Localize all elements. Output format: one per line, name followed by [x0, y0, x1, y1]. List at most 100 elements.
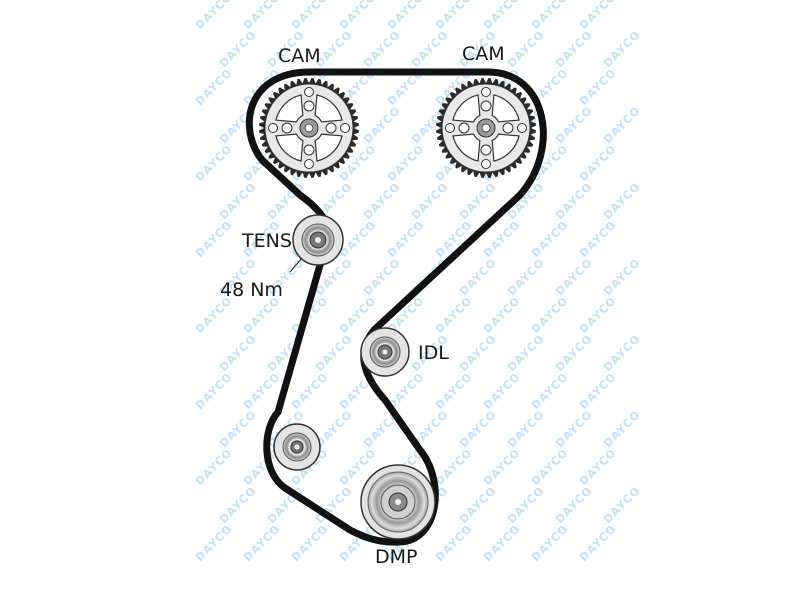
label-cam-right: CAM [462, 43, 505, 65]
watermark-text: DAYCO [289, 0, 331, 32]
sprocket-hole [303, 144, 315, 156]
sprocket-hole [481, 159, 491, 169]
watermark-text: DAYCO [601, 408, 643, 450]
sprocket-hole [303, 100, 315, 112]
sprocket-hole [340, 123, 350, 133]
watermark-text: DAYCO [529, 0, 571, 32]
watermark-text: DAYCO [529, 370, 571, 412]
watermark-text: DAYCO [601, 484, 643, 526]
sprocket-hole [281, 122, 293, 134]
watermark-text: DAYCO [217, 408, 259, 450]
sprocket-hole [480, 100, 492, 112]
watermark-text: DAYCO [409, 180, 451, 222]
sprocket-window [491, 133, 520, 162]
sprocket-hole [325, 122, 337, 134]
watermark-text: DAYCO [601, 332, 643, 374]
watermark-text: DAYCO [193, 446, 235, 488]
sprocket-hole [458, 122, 470, 134]
watermark-text: DAYCO [577, 370, 619, 412]
watermark-text: DAYCO [481, 446, 523, 488]
sprocket-window [275, 133, 304, 162]
sprocket-hole [502, 122, 514, 134]
watermark-text: DAYCO [505, 484, 547, 526]
watermark-text: DAYCO [217, 484, 259, 526]
lower-idler-pulley [273, 423, 321, 471]
watermark-text: DAYCO [601, 28, 643, 70]
watermark-text: DAYCO [361, 28, 403, 70]
watermark-text: DAYCO [553, 408, 595, 450]
watermark-text: DAYCO [505, 408, 547, 450]
sprocket-window [314, 94, 343, 123]
label-cam-left: CAM [278, 45, 321, 67]
watermark-text: DAYCO [361, 256, 403, 298]
watermark-text: DAYCO [577, 66, 619, 108]
watermark-text: DAYCO [577, 294, 619, 336]
label-torque: 48 Nm [220, 279, 283, 301]
watermark-text: DAYCO [457, 332, 499, 374]
watermark-text: DAYCO [241, 0, 283, 32]
watermark-text: DAYCO [433, 446, 475, 488]
watermark-text: DAYCO [337, 370, 379, 412]
watermark-text: DAYCO [193, 142, 235, 184]
label-idler: IDL [418, 342, 449, 364]
watermark-text: DAYCO [577, 522, 619, 564]
watermark-text: DAYCO [217, 28, 259, 70]
watermark-text: DAYCO [217, 332, 259, 374]
sprocket-hole [445, 123, 455, 133]
watermark-text: DAYCO [553, 180, 595, 222]
watermark-text: DAYCO [529, 294, 571, 336]
watermark-text: DAYCO [553, 332, 595, 374]
watermark-text: DAYCO [553, 28, 595, 70]
watermark-text: DAYCO [457, 408, 499, 450]
sprocket-window [452, 94, 481, 123]
sprocket-bore [481, 123, 491, 133]
watermark-text: DAYCO [505, 28, 547, 70]
watermark-text: DAYCO [481, 370, 523, 412]
watermark-text: DAYCO [481, 0, 523, 32]
sprocket-hole [480, 144, 492, 156]
watermark-text: DAYCO [193, 0, 235, 32]
watermark-text: DAYCO [217, 180, 259, 222]
watermark-text: DAYCO [193, 522, 235, 564]
sprocket-window [491, 94, 520, 123]
watermark-text: DAYCO [385, 218, 427, 260]
watermark-text: DAYCO [529, 446, 571, 488]
sprocket-bore [304, 123, 314, 133]
watermark-text: DAYCO [553, 484, 595, 526]
sprocket-window [275, 94, 304, 123]
watermark-text: DAYCO [433, 294, 475, 336]
watermark-text: DAYCO [577, 446, 619, 488]
watermark-text: DAYCO [313, 332, 355, 374]
watermark-text: DAYCO [433, 0, 475, 32]
watermark-text: DAYCO [385, 0, 427, 32]
watermark-text: DAYCO [577, 218, 619, 260]
watermark-text: DAYCO [529, 218, 571, 260]
watermark-text: DAYCO [409, 28, 451, 70]
watermark-text: DAYCO [193, 370, 235, 412]
watermark-text: DAYCO [481, 522, 523, 564]
watermark-text: DAYCO [481, 294, 523, 336]
label-damper: DMP [375, 546, 417, 568]
idler-pulley [360, 327, 410, 377]
watermark-text: DAYCO [577, 142, 619, 184]
watermark-text: DAYCO [385, 142, 427, 184]
watermark-text: DAYCO [289, 370, 331, 412]
watermark-text: DAYCO [241, 522, 283, 564]
tensioner-pulley [292, 214, 344, 266]
watermark-text: DAYCO [457, 256, 499, 298]
watermark-text: DAYCO [505, 332, 547, 374]
sprocket-window [314, 133, 343, 162]
label-tensioner: TENS [241, 230, 292, 252]
watermark-text: DAYCO [553, 256, 595, 298]
watermark-text: DAYCO [529, 522, 571, 564]
sprocket-window [452, 133, 481, 162]
sprocket-hole [304, 87, 314, 97]
cam-sprocket-right [436, 78, 536, 178]
watermark-text: DAYCO [601, 180, 643, 222]
damper-pulley [360, 464, 436, 540]
watermark-text: DAYCO [193, 66, 235, 108]
sprocket-hole [481, 87, 491, 97]
sprocket-hole [517, 123, 527, 133]
cam-sprocket-left [259, 78, 359, 178]
